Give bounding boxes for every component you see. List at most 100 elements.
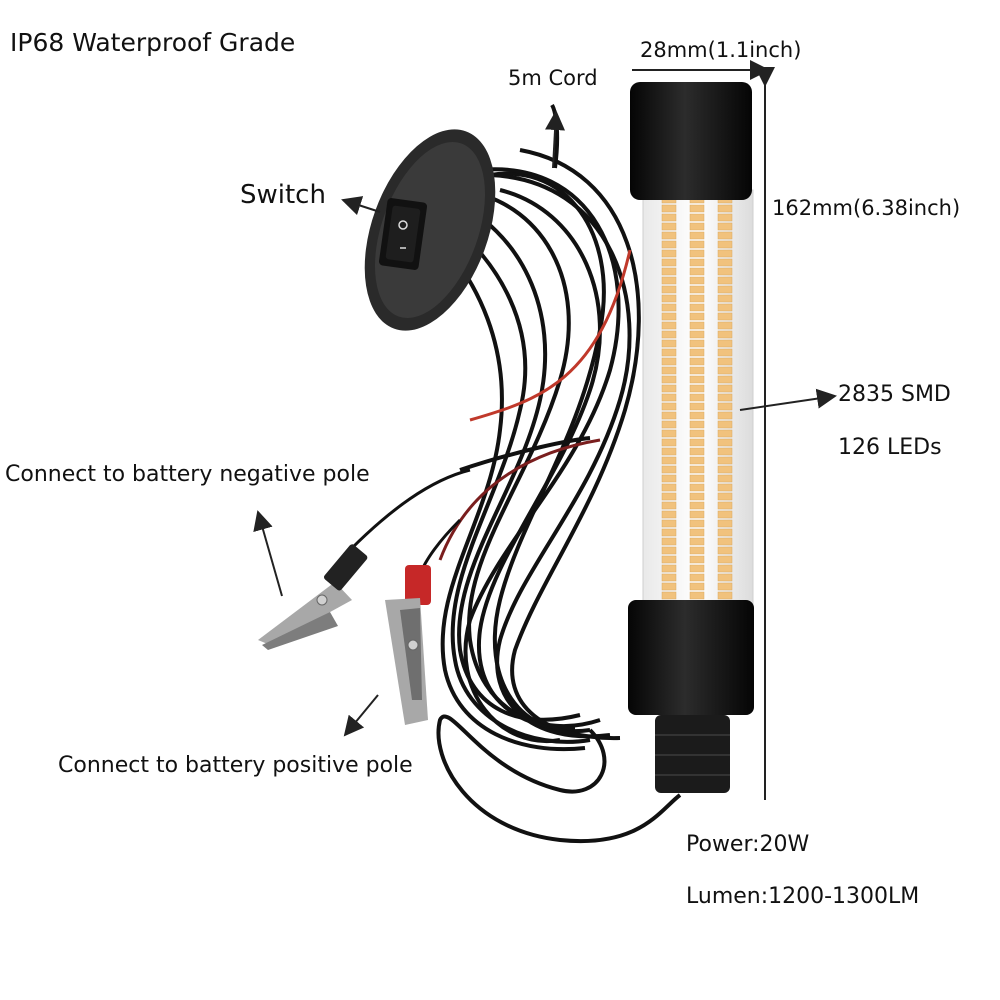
switch-pointer-arrow [341, 196, 381, 216]
led-chip [717, 393, 733, 402]
switch-label: Switch [240, 180, 326, 210]
led-tube [628, 82, 754, 793]
led-chip [717, 582, 733, 591]
led-chip [717, 258, 733, 267]
led-chip [689, 582, 705, 591]
led-chip [661, 519, 677, 528]
led-chip [689, 492, 705, 501]
led-count-label: 126 LEDs [838, 435, 942, 460]
led-chip [717, 204, 733, 213]
led-chip [661, 402, 677, 411]
led-chip [689, 465, 705, 474]
led-chip [717, 384, 733, 393]
led-chip [661, 222, 677, 231]
led-chip [661, 537, 677, 546]
led-chip [717, 573, 733, 582]
led-chip [689, 528, 705, 537]
led-chip [717, 420, 733, 429]
negative-clip [258, 544, 368, 650]
led-chip [689, 591, 705, 600]
led-chip [717, 492, 733, 501]
led-chip [661, 204, 677, 213]
led-chip [661, 357, 677, 366]
led-chip [717, 447, 733, 456]
led-chip [717, 402, 733, 411]
led-chip [689, 393, 705, 402]
led-chip [689, 276, 705, 285]
led-chip [717, 303, 733, 312]
led-chip [717, 285, 733, 294]
led-chip [717, 546, 733, 555]
led-chip [661, 420, 677, 429]
smd-label: 2835 SMD [838, 382, 951, 407]
led-chip [689, 348, 705, 357]
led-chip [661, 366, 677, 375]
led-chip [689, 456, 705, 465]
led-chip [717, 375, 733, 384]
led-chip [661, 348, 677, 357]
led-chip [661, 231, 677, 240]
led-chip [689, 555, 705, 564]
led-chip [661, 303, 677, 312]
led-chip [689, 312, 705, 321]
positive-pointer-arrow [343, 694, 379, 737]
led-chip [689, 510, 705, 519]
led-chip [717, 321, 733, 330]
led-chip [717, 510, 733, 519]
width-dimension-label: 28mm(1.1inch) [640, 38, 802, 62]
led-chip [661, 375, 677, 384]
led-chip [689, 429, 705, 438]
led-chip [661, 258, 677, 267]
length-dimension-label: 162mm(6.38inch) [772, 196, 961, 220]
led-chip [689, 366, 705, 375]
led-chip [661, 483, 677, 492]
red-wire-lower [438, 438, 601, 561]
led-chip [661, 546, 677, 555]
led-chip [689, 357, 705, 366]
switch-housing [364, 129, 496, 331]
negative-pointer-arrow [253, 510, 283, 597]
led-chip [661, 411, 677, 420]
power-label: Power:20W [686, 832, 810, 857]
led-chip [661, 240, 677, 249]
led-chip [689, 438, 705, 447]
led-chip [717, 591, 733, 600]
cord-pointer-arrow [545, 110, 566, 169]
led-chip [661, 267, 677, 276]
led-chip [661, 249, 677, 258]
led-chip [661, 294, 677, 303]
waterproof-grade-title: IP68 Waterproof Grade [10, 28, 296, 57]
led-chip [717, 231, 733, 240]
led-chip [717, 501, 733, 510]
led-chip [689, 222, 705, 231]
led-chip [689, 483, 705, 492]
positive-clip [385, 565, 431, 725]
led-chip [661, 555, 677, 564]
led-chip [717, 240, 733, 249]
led-chip [689, 339, 705, 348]
led-chip [689, 321, 705, 330]
led-chip [661, 573, 677, 582]
smd-pointer-arrow [739, 388, 837, 411]
led-chip [661, 213, 677, 222]
led-chip [717, 222, 733, 231]
led-chip [661, 528, 677, 537]
led-chip [689, 519, 705, 528]
led-chip [717, 429, 733, 438]
led-chip [661, 276, 677, 285]
led-chip [689, 330, 705, 339]
cord-length-label: 5m Cord [508, 66, 598, 90]
led-chip [689, 375, 705, 384]
led-chip [689, 249, 705, 258]
led-chip [661, 465, 677, 474]
led-chip [689, 285, 705, 294]
led-chip [717, 483, 733, 492]
led-chip [661, 312, 677, 321]
led-chip [661, 456, 677, 465]
red-wire [469, 249, 632, 422]
led-chip [717, 564, 733, 573]
led-chip [689, 213, 705, 222]
led-chip [717, 411, 733, 420]
led-chip [689, 447, 705, 456]
